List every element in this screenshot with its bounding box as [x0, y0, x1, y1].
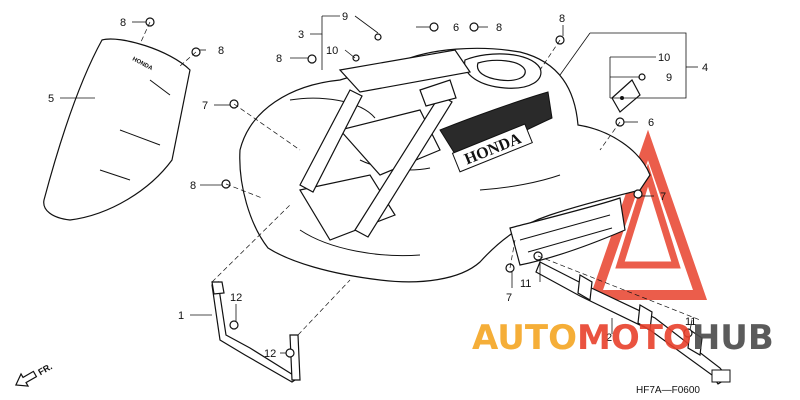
- callout-8: 8: [276, 53, 282, 65]
- watermark-inner-triangle: [615, 163, 681, 269]
- watermark-text: AUTOMOTOHUB: [472, 318, 774, 358]
- diagram-code: HF7A—F0600: [636, 385, 700, 396]
- callout-8: 8: [218, 45, 224, 57]
- lower-stay-right: [535, 261, 731, 385]
- callout-4: 4: [702, 62, 708, 74]
- front-direction-indicator: FR.: [14, 361, 54, 387]
- callout-10: 10: [326, 45, 338, 57]
- watermark-part-moto: MOTO: [577, 318, 692, 358]
- callout-5: 5: [48, 93, 54, 105]
- callout-12: 12: [230, 292, 242, 304]
- bolt-icon: [429, 22, 439, 32]
- callout-labels: 8 8 7 8 8 5 9 3 10 6 8 8 10 9 4 6 7 7 11…: [48, 11, 708, 360]
- callout-11: 11: [685, 316, 696, 328]
- watermark-part-hub: HUB: [692, 318, 774, 358]
- bolt-icon: [374, 33, 382, 41]
- callout-7: 7: [202, 100, 208, 112]
- callout-8: 8: [190, 180, 196, 192]
- callout-2: 2: [606, 332, 612, 344]
- bolt-icon: [683, 328, 693, 338]
- stay-end-clip: [711, 369, 731, 383]
- direction-label: FR.: [36, 361, 54, 377]
- callout-9: 9: [666, 72, 672, 84]
- bolt-icon: [352, 54, 360, 62]
- callout-10: 10: [658, 52, 670, 64]
- center-stay: [299, 49, 472, 238]
- watermark-part-auto: AUTO: [472, 318, 577, 358]
- callout-7: 7: [506, 292, 512, 304]
- callout-6: 6: [648, 117, 654, 129]
- bolt-icon: [307, 54, 317, 64]
- callout-1: 1: [178, 310, 184, 322]
- lower-stay-left: [211, 281, 301, 383]
- callout-6: 6: [453, 22, 459, 34]
- callout-8: 8: [120, 17, 126, 29]
- svg-text:AUTOMOTOHUB: AUTOMOTOHUB: [472, 318, 774, 358]
- callout-8: 8: [496, 22, 502, 34]
- callout-8: 8: [559, 13, 565, 25]
- callout-11: 11: [520, 278, 531, 290]
- callout-9: 9: [342, 11, 348, 23]
- mounting-plate: [611, 79, 641, 113]
- alignment-lines: [139, 21, 701, 336]
- callout-12: 12: [264, 348, 276, 360]
- callout-3: 3: [298, 29, 304, 41]
- bolt-icon: [633, 189, 643, 199]
- callout-7: 7: [660, 191, 666, 203]
- bolt-icon: [229, 320, 239, 330]
- bolt-icon: [285, 348, 295, 358]
- bolt-icon: [469, 22, 479, 32]
- arrow-icon: [14, 370, 38, 387]
- leader-lines: [60, 15, 698, 354]
- bolt-icon: [533, 251, 543, 261]
- mud-guard: HONDA: [43, 38, 191, 221]
